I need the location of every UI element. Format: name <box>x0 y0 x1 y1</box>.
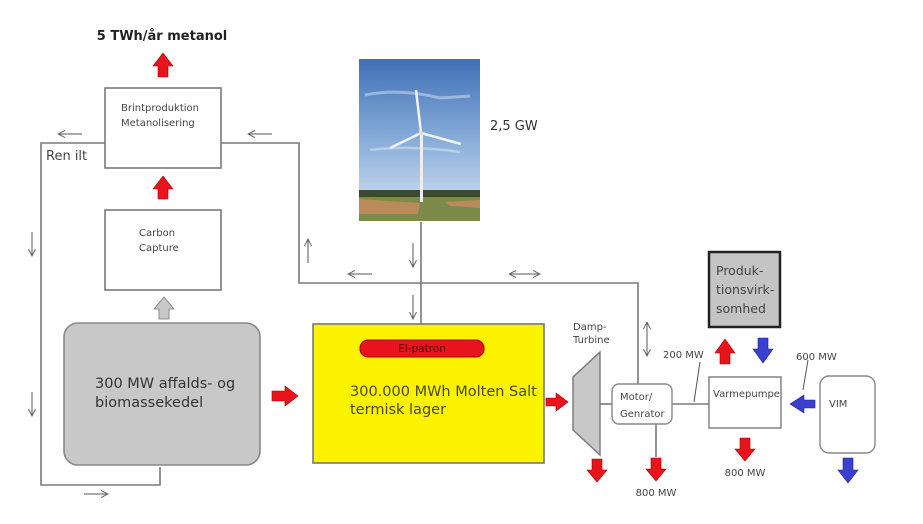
flue-gas-arrow-up-icon <box>153 296 175 320</box>
heat-arrow-down-icon <box>734 437 756 462</box>
heatpump-box-label: Varmepumpe <box>713 389 780 400</box>
vim-box-label: VIM <box>829 399 847 410</box>
label-leader-200mw <box>693 361 701 403</box>
brint-box-line1: Brintproduktion <box>121 103 199 114</box>
heat-arrow-right-icon <box>545 392 569 412</box>
heatpump-output-label: 800 MW <box>725 468 766 479</box>
motor-box-line2: Genrator <box>620 409 666 420</box>
cold-arrow-down-icon <box>837 457 859 484</box>
heat-arrow-down-icon <box>645 457 667 482</box>
motor-box-line1: Motor/ <box>620 392 653 403</box>
heat-arrow-up-icon <box>714 338 736 365</box>
vim-power-label: 600 MW <box>796 352 837 363</box>
brint-production-box: Brintproduktion Metanolisering <box>104 87 222 169</box>
turbine-label-line1: Damp- <box>573 322 607 333</box>
wind-turbine-image <box>359 59 480 221</box>
heat-arrow-up-icon <box>152 52 174 78</box>
heat-arrow-up-icon <box>152 175 174 200</box>
vim-box: VIM <box>819 375 876 454</box>
power-to-brint-line <box>220 142 639 385</box>
storage-box-line1: 300.000 MWh Molten Salt <box>350 384 537 400</box>
label-leader-600mw <box>802 359 809 391</box>
cold-arrow-down-icon <box>752 337 774 364</box>
storage-box-line2: termisk lager <box>350 402 446 418</box>
el-patron-label: El-patron <box>398 343 446 355</box>
motor-output-label: 800 MW <box>636 488 677 499</box>
production-facility-box: Produk- tionsvirk- somhed <box>707 250 782 329</box>
methanol-output-label: 5 TWh/år metanol <box>97 29 227 44</box>
heat-arrow-right-icon <box>271 385 299 407</box>
oxygen-loop-line <box>40 142 161 486</box>
clean-oxygen-label: Ren ilt <box>46 149 87 164</box>
turbine-label-line2: Turbine <box>572 335 610 346</box>
carbon-box-line2: Capture <box>139 243 179 254</box>
steam-turbine-shape <box>572 350 601 457</box>
heat-pump-box: Varmepumpe <box>708 376 782 429</box>
boiler-box-line2: biomassekedel <box>95 395 203 411</box>
brint-box-line2: Metanolisering <box>121 118 195 129</box>
carbon-box-line1: Carbon <box>139 228 175 239</box>
wind-capacity-label: 2,5 GW <box>490 119 538 134</box>
carbon-capture-box: Carbon Capture <box>104 209 222 291</box>
production-box-line2: tionsvirk- <box>716 282 774 297</box>
production-box-line3: somhed <box>716 301 766 316</box>
el-patron-heater: El-patron <box>359 339 485 358</box>
production-box-line1: Produk- <box>716 263 763 278</box>
boiler-box: 300 MW affalds- og biomassekedel <box>63 322 261 466</box>
motor-heatpump-power-label: 200 MW <box>663 350 704 361</box>
heat-arrow-down-icon <box>586 458 608 483</box>
thermal-storage-box: 300.000 MWh Molten Salt termisk lager <box>312 323 545 464</box>
motor-generator-box: Motor/ Genrator <box>611 383 673 425</box>
cold-arrow-left-icon <box>789 394 816 414</box>
boiler-box-line1: 300 MW affalds- og <box>95 376 235 392</box>
